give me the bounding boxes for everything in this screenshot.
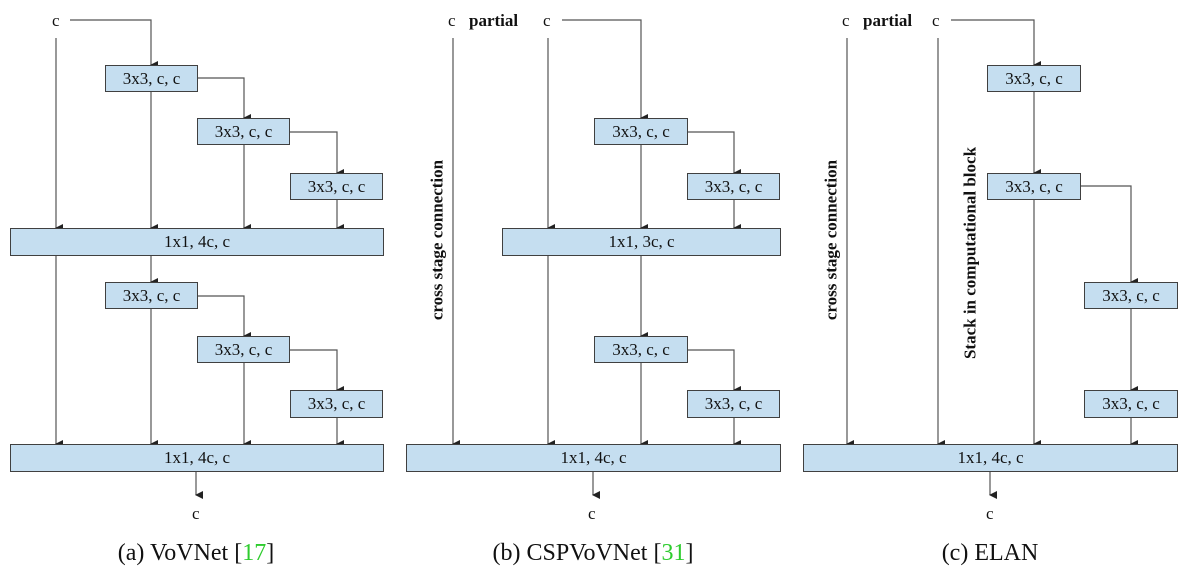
citation-link[interactable]: 17 <box>242 540 267 566</box>
panel-c-output-label: c <box>986 504 994 523</box>
panel-a-input-label: c <box>52 11 60 30</box>
arrow-a-2 <box>290 131 344 177</box>
panel-c-partial-label: partial <box>863 11 913 30</box>
panel-c-conv3x3-block-4: 3x3, c, c <box>1084 390 1178 418</box>
citation-link[interactable]: 31 <box>661 540 686 566</box>
arrow-a-1 <box>198 77 251 122</box>
caption-bracket: ] <box>685 540 694 566</box>
arrow-a-4 <box>198 295 251 340</box>
caption-text: (a) VoVNet [ <box>117 540 243 566</box>
panel-a-transition-block-1: 1x1, 4c, c <box>10 228 384 256</box>
panel-a-conv3x3-block-6: 3x3, c, c <box>290 390 383 418</box>
caption-text: (c) ELAN <box>941 540 1039 566</box>
panel-b-conv3x3-block-1: 3x3, c, c <box>594 118 688 145</box>
panel-a-conv3x3-block-1: 3x3, c, c <box>105 65 198 92</box>
panel-c-input-label-1: c <box>842 11 850 30</box>
panel-b-conv3x3-block-4: 3x3, c, c <box>687 390 780 418</box>
panel-c-conv3x3-block-3: 3x3, c, c <box>1084 282 1178 309</box>
arrow-b-1 <box>688 131 741 177</box>
panel-a-caption: (a) VoVNet [17] <box>118 541 274 565</box>
panel-a-conv3x3-block-4: 3x3, c, c <box>105 282 198 309</box>
panel-c-conv3x3-block-2: 3x3, c, c <box>987 173 1081 200</box>
arrow-b-3 <box>688 349 741 394</box>
panel-b-conv3x3-block-2: 3x3, c, c <box>687 173 780 200</box>
panel-b-transition-block-1: 1x1, 3c, c <box>502 228 781 256</box>
panel-c-conv3x3-block-1: 3x3, c, c <box>987 65 1081 92</box>
panel-c-caption: (c) ELAN <box>942 541 1039 565</box>
panel-b-transition-block-2: 1x1, 4c, c <box>406 444 781 472</box>
arrow-c-2 <box>1081 185 1138 286</box>
panel-a-conv3x3-block-5: 3x3, c, c <box>197 336 290 363</box>
panel-a-conv3x3-block-2: 3x3, c, c <box>197 118 290 145</box>
panel-b-conv3x3-block-3: 3x3, c, c <box>594 336 688 363</box>
panel-b-input-label-1: c <box>448 11 456 30</box>
panel-b-input-label-2: c <box>543 11 551 30</box>
arrow-a-5 <box>290 349 344 394</box>
panel-c-stack-label: Stack in computational block <box>960 146 980 360</box>
arrow-c-in <box>951 19 1041 69</box>
caption-text: (b) CSPVoVNet [ <box>492 540 662 566</box>
panel-c-input-label-2: c <box>932 11 940 30</box>
arrow-b-in <box>562 19 648 122</box>
panel-b-partial-label: partial <box>469 11 519 30</box>
panel-c-cross-stage-label: cross stage connection <box>821 159 841 321</box>
panel-c-transition-block: 1x1, 4c, c <box>803 444 1178 472</box>
arrow-a-in <box>70 19 158 69</box>
caption-bracket: ] <box>266 540 275 566</box>
panel-b-caption: (b) CSPVoVNet [31] <box>493 541 694 565</box>
panel-a-transition-block-2: 1x1, 4c, c <box>10 444 384 472</box>
panel-b-cross-stage-label: cross stage connection <box>427 159 447 321</box>
panel-b-output-label: c <box>588 504 596 523</box>
panel-a-output-label: c <box>192 504 200 523</box>
panel-a-conv3x3-block-3: 3x3, c, c <box>290 173 383 200</box>
